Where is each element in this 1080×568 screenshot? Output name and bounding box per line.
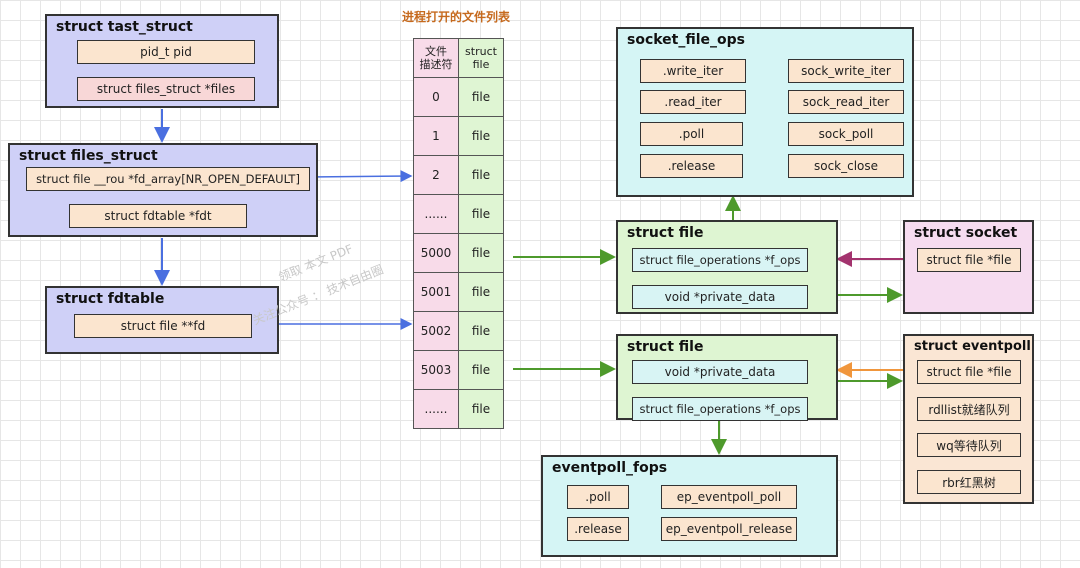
struct-file-epoll-title: struct file xyxy=(627,339,704,355)
file-cell: file xyxy=(458,272,504,312)
fn-ep-eventpoll-release: ep_eventpoll_release xyxy=(661,517,797,541)
struct-file-epoll-box: struct file void *private_data struct fi… xyxy=(616,334,838,421)
struct-socket-box: struct socket struct file *file xyxy=(903,220,1034,314)
fdtable-box: struct fdtable struct file **fd xyxy=(45,286,279,354)
pid-field: pid_t pid xyxy=(77,40,255,64)
eventpoll-fops-title: eventpoll_fops xyxy=(552,460,668,476)
file-cell: file xyxy=(458,350,504,390)
socket-file-ops-title: socket_file_ops xyxy=(627,32,746,48)
files-struct-box: struct files_struct struct file __rou *f… xyxy=(8,143,318,237)
op-ep-poll: .poll xyxy=(567,485,629,509)
socket-file-field: struct file *file xyxy=(917,248,1021,272)
fd-cell: ...... xyxy=(413,194,459,234)
file-cell: file xyxy=(458,389,504,429)
fd-cell: 1 xyxy=(413,116,459,156)
struct-file-socket-title: struct file xyxy=(627,225,704,241)
table-header-row: 文件 描述符 struct file xyxy=(413,38,504,78)
struct-eventpoll-title: struct eventpoll xyxy=(914,339,1031,354)
op-ep-release: .release xyxy=(567,517,629,541)
task-struct-box: struct tast_struct pid_t pid struct file… xyxy=(45,14,279,108)
file-cell: file xyxy=(458,194,504,234)
file-cell: file xyxy=(458,155,504,195)
epoll-private-data-field: void *private_data xyxy=(632,360,808,384)
file-cell: file xyxy=(458,116,504,156)
fdtable-title: struct fdtable xyxy=(56,291,165,307)
op-release: .release xyxy=(640,154,743,178)
fn-sock-poll: sock_poll xyxy=(788,122,904,146)
file-list-caption: 进程打开的文件列表 xyxy=(402,10,511,24)
file-cell: file xyxy=(458,77,504,117)
header-file: struct file xyxy=(458,38,504,78)
fd-cell: 5001 xyxy=(413,272,459,312)
fd-cell: ...... xyxy=(413,389,459,429)
files-field: struct files_struct *files xyxy=(77,77,255,101)
header-fd: 文件 描述符 xyxy=(413,38,459,78)
file-cell: file xyxy=(458,233,504,273)
task-struct-title: struct tast_struct xyxy=(56,19,193,35)
file-cell: file xyxy=(458,311,504,351)
fd-cell: 5000 xyxy=(413,233,459,273)
arrow-fdarray-to-fd2 xyxy=(307,170,413,183)
struct-socket-title: struct socket xyxy=(914,225,1018,241)
table-row: ......file xyxy=(413,194,504,234)
fd-array-field: struct file __rou *fd_array[NR_OPEN_DEFA… xyxy=(26,167,310,191)
socket-file-ops-box: socket_file_ops .write_iter sock_write_i… xyxy=(616,27,914,197)
table-row: ......file xyxy=(413,389,504,429)
rdllist-field: rdllist就绪队列 xyxy=(917,397,1021,421)
fd-cell: 2 xyxy=(413,155,459,195)
struct-file-socket-box: struct file struct file_operations *f_op… xyxy=(616,220,838,314)
epoll-f-ops-field: struct file_operations *f_ops xyxy=(632,397,808,421)
fn-ep-eventpoll-poll: ep_eventpoll_poll xyxy=(661,485,797,509)
eventpoll-file-field: struct file *file xyxy=(917,360,1021,384)
rbr-field: rbr红黑树 xyxy=(917,470,1021,494)
files-struct-title: struct files_struct xyxy=(19,148,158,164)
private-data-field: void *private_data xyxy=(632,285,808,309)
fd-cell: 5003 xyxy=(413,350,459,390)
eventpoll-fops-box: eventpoll_fops .poll ep_eventpoll_poll .… xyxy=(541,455,838,557)
fn-sock-close: sock_close xyxy=(788,154,904,178)
fd-cell: 5002 xyxy=(413,311,459,351)
fn-sock-read-iter: sock_read_iter xyxy=(788,90,904,114)
fdt-field: struct fdtable *fdt xyxy=(69,204,247,228)
fd-cell: 0 xyxy=(413,77,459,117)
op-write-iter: .write_iter xyxy=(640,59,746,83)
struct-eventpoll-box: struct eventpoll struct file *file rdlli… xyxy=(903,334,1034,504)
wq-field: wq等待队列 xyxy=(917,433,1021,457)
op-poll: .poll xyxy=(640,122,743,146)
op-read-iter: .read_iter xyxy=(640,90,746,114)
fd-field: struct file **fd xyxy=(74,314,252,338)
fn-sock-write-iter: sock_write_iter xyxy=(788,59,904,83)
f-ops-field: struct file_operations *f_ops xyxy=(632,248,808,272)
